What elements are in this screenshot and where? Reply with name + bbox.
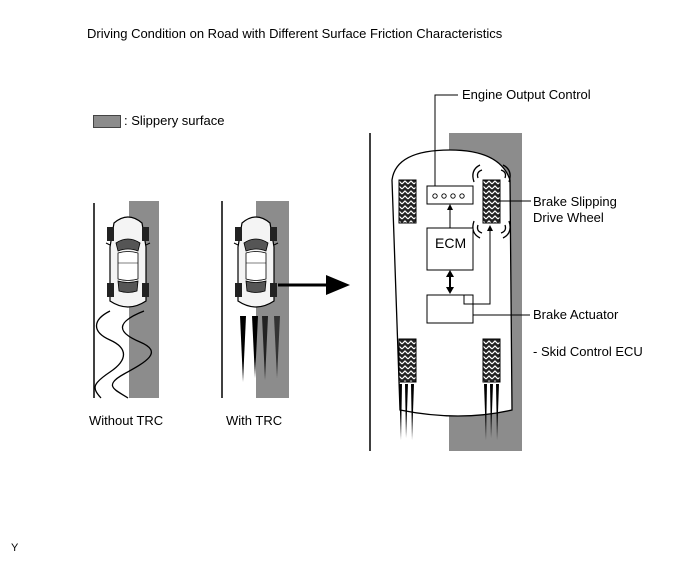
panel-with-trc: [221, 201, 289, 398]
caption-without-trc: Without TRC: [89, 413, 164, 428]
tire-mark: [274, 316, 280, 378]
car-without-trc: [105, 216, 151, 308]
skid-control-ecu-label: - Skid Control ECU: [533, 344, 643, 359]
detail-panel: [369, 94, 531, 451]
front-left-wheel: [398, 179, 417, 224]
skid-track-left: [94, 310, 125, 399]
rear-right-wheel: [482, 338, 501, 383]
engine-output-control-label: Engine Output Control: [462, 87, 591, 102]
connection-arrowheads: [446, 204, 493, 294]
brake-slipping-label-line1: Brake Slipping: [533, 194, 617, 209]
panel-without-trc: [93, 201, 159, 399]
ecm-label: ECM: [435, 235, 467, 251]
rear-tire-marks: [399, 384, 499, 440]
rear-left-wheel: [398, 338, 417, 383]
zoom-arrow: [278, 275, 350, 295]
car-with-trc: [233, 216, 279, 308]
front-right-wheel: [482, 179, 501, 224]
tire-mark: [262, 316, 268, 380]
tire-mark: [252, 316, 258, 378]
ecm-box: [426, 227, 474, 271]
car-body-outline: [391, 149, 513, 417]
slippery-surface-swatch: [93, 115, 121, 128]
legend-label: : Slippery surface: [124, 113, 225, 128]
skid-track-right: [111, 310, 153, 399]
diagram-title: Driving Condition on Road with Different…: [87, 26, 503, 41]
brake-actuator-label: Brake Actuator: [533, 307, 619, 322]
tire-mark: [240, 316, 246, 382]
engine-output-indicators: [432, 193, 465, 199]
caption-with-trc: With TRC: [226, 413, 283, 428]
brake-slipping-label-line2: Drive Wheel: [533, 210, 604, 225]
figure-id: Y: [11, 542, 19, 554]
brake-actuator-box: [426, 294, 474, 324]
